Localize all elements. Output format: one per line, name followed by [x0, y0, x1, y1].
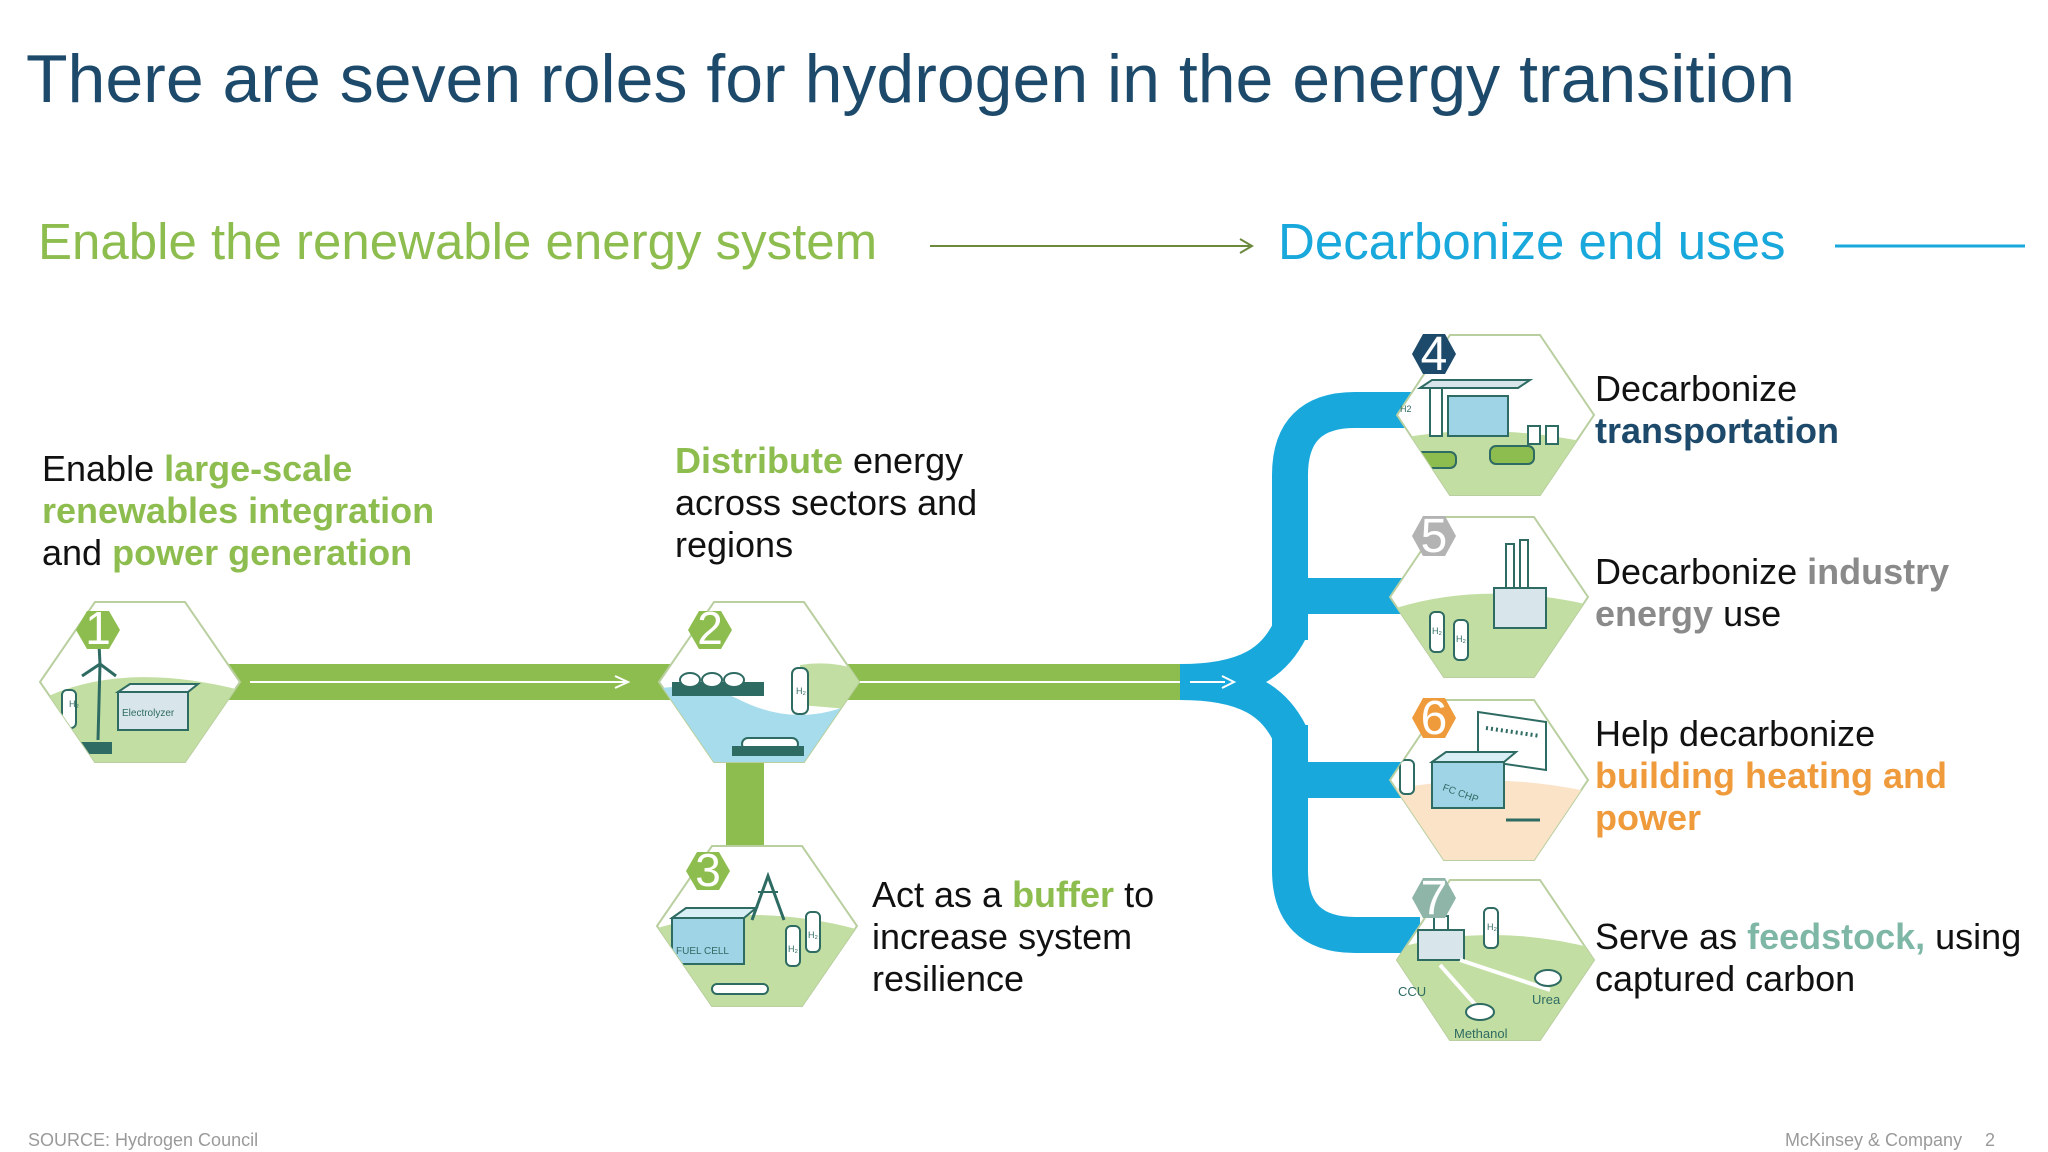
methanol-label: Methanol — [1454, 1026, 1508, 1041]
role-3-badge — [686, 852, 730, 890]
role-4-badge — [1412, 334, 1456, 374]
blue-distribution-brace — [1179, 392, 1420, 953]
role-2-number: 2 — [697, 602, 723, 654]
footer-source: SOURCE: Hydrogen Council — [28, 1130, 259, 1150]
role-4-description: Decarbonize transportation — [1595, 368, 1840, 451]
role-1-icon: H₂ Electrolyzer 1 — [38, 601, 242, 763]
phase-decarbonize-header: Decarbonize end uses — [1278, 213, 1786, 270]
role-5-badge — [1412, 516, 1456, 556]
footer-brand: McKinsey & Company — [1785, 1130, 1963, 1150]
role-2-icon: H₂ 2 — [657, 601, 861, 763]
ccu-label: CCU — [1398, 984, 1426, 999]
role-7-badge — [1412, 878, 1456, 918]
h2-label: H₂ — [808, 930, 818, 940]
role-7-description: Serve as feedstock, using captured carbo… — [1595, 916, 2022, 999]
role-6-number: 6 — [1421, 692, 1448, 745]
role-7-number: 7 — [1421, 872, 1448, 925]
h2-label: H2 — [1400, 404, 1412, 414]
role-1-description: Enable large-scale renewables integratio… — [42, 448, 435, 573]
role-6-badge — [1412, 698, 1456, 738]
page-title: There are seven roles for hydrogen in th… — [26, 41, 1795, 117]
urea-label: Urea — [1532, 992, 1561, 1007]
role-7-icon: H₂ CCU Urea Methanol 7 — [1395, 872, 1596, 1041]
phase-enable-header: Enable the renewable energy system — [38, 213, 878, 270]
role-1-badge — [76, 611, 120, 649]
role-5-icon: H₂ H₂ 5 — [1388, 510, 1590, 678]
role-2-description: Distribute energy across sectors and reg… — [675, 440, 978, 565]
role-2-badge — [688, 611, 732, 649]
role-1-number: 1 — [85, 602, 111, 654]
role-5-number: 5 — [1421, 510, 1448, 563]
page-number: 2 — [1985, 1130, 1996, 1150]
role-6-description: Help decarbonize building heating and po… — [1595, 713, 1947, 838]
h2-label: H₂ — [1456, 634, 1466, 644]
h2-label: H₂ — [796, 686, 806, 696]
h2-label: H₂ — [1432, 626, 1442, 636]
h2-label: H₂ — [1487, 922, 1497, 932]
electrolyzer-label: Electrolyzer — [122, 708, 175, 719]
role-6-icon: FC CHP 6 — [1388, 692, 1590, 861]
fuel-cell-label: FUEL CELL — [676, 946, 729, 957]
h2-label: H₂ — [69, 699, 79, 709]
phase-arrow — [930, 238, 1254, 254]
h2-label: H₂ — [788, 944, 798, 954]
role-5-description: Decarbonize industry energy use — [1595, 551, 1950, 634]
role-3-icon: FUEL CELL H₂ H₂ 3 — [655, 844, 859, 1007]
role-4-number: 4 — [1421, 328, 1448, 381]
role-3-description: Act as a buffer to increase system resil… — [872, 874, 1155, 999]
role-4-icon: H2 4 — [1395, 328, 1596, 496]
role-3-number: 3 — [695, 844, 721, 896]
